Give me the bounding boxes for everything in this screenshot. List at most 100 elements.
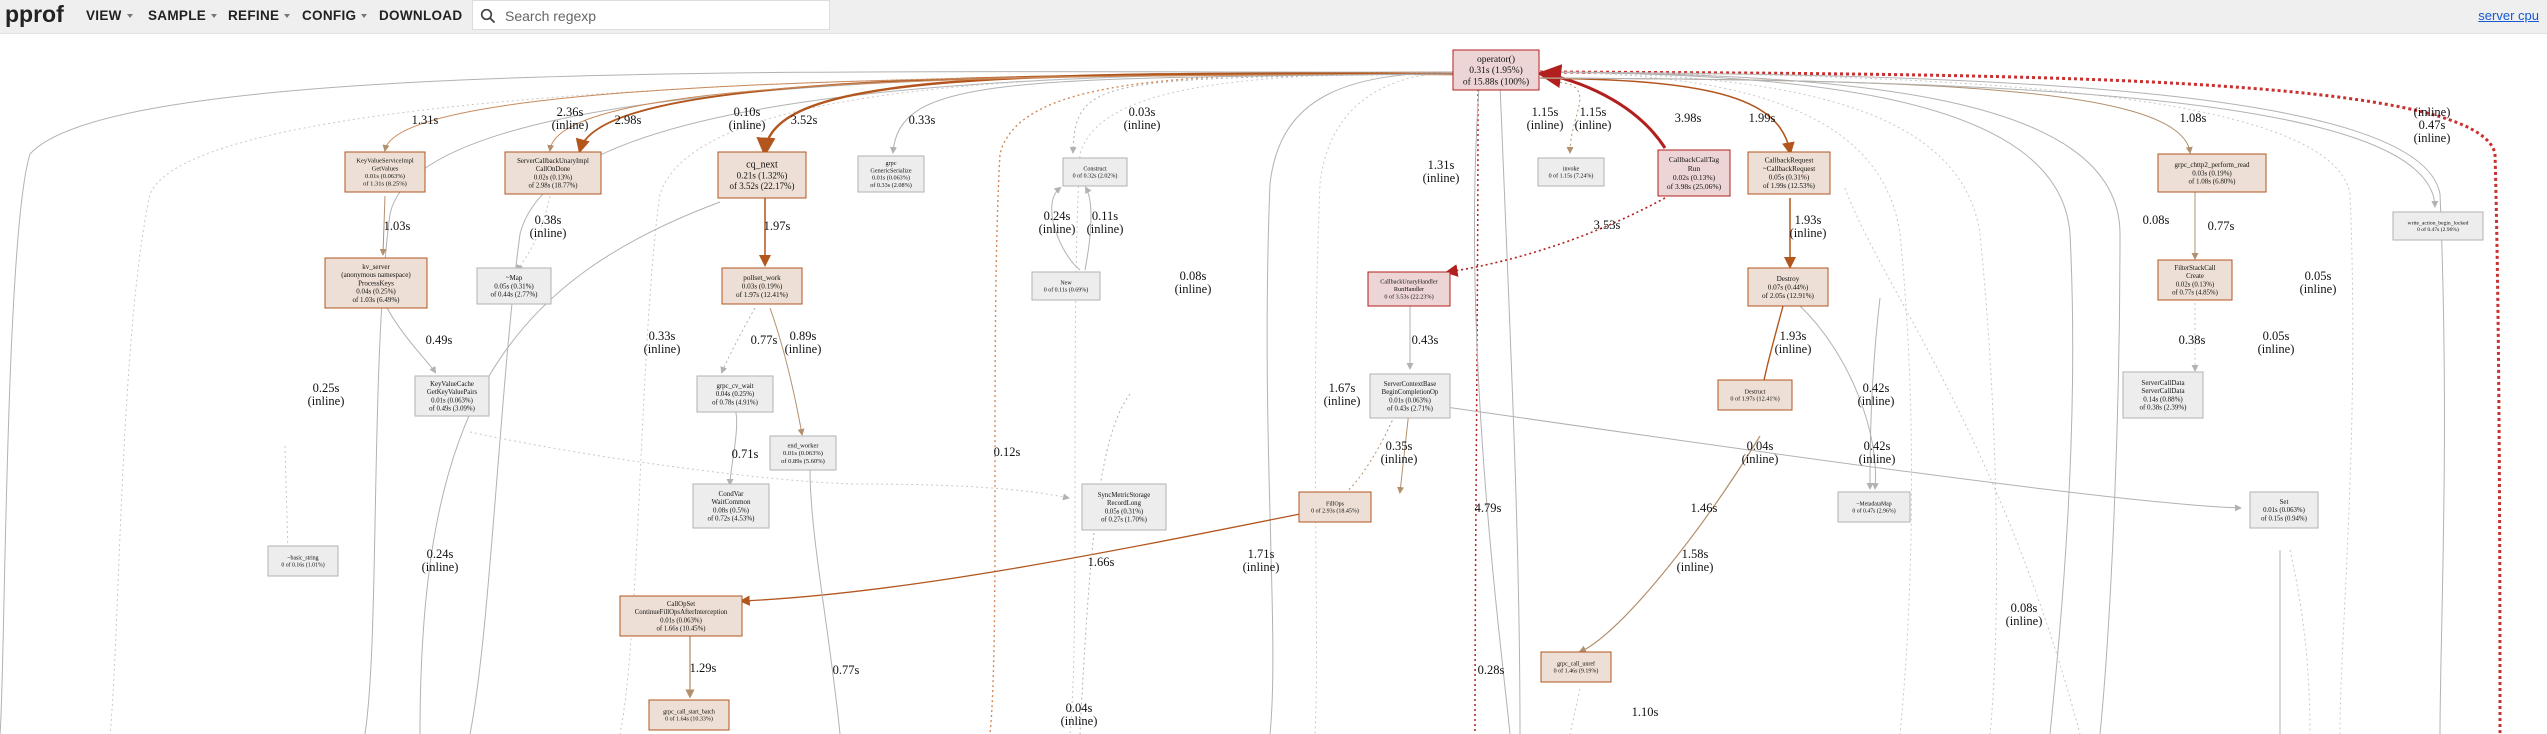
chevron-down-icon <box>211 14 218 18</box>
edge-label: 0.49s <box>426 333 453 347</box>
node-box <box>857 155 925 193</box>
graph-edges <box>0 64 2502 734</box>
call-edge <box>284 445 292 556</box>
node-box <box>324 257 428 309</box>
node-box <box>1537 157 1605 187</box>
node-box <box>267 545 339 577</box>
node-line: 0 of 0.32s (2.02%) <box>1073 173 1118 180</box>
edge-label: 0.89s <box>790 329 817 343</box>
menu-refine[interactable]: REFINE <box>228 8 291 23</box>
graph-node-callopset[interactable]: CallOpSetContinueFillOpsAfterInterceptio… <box>619 595 743 637</box>
node-line: Create <box>2186 273 2204 280</box>
edge-label: 1.46s <box>1691 501 1718 515</box>
node-box <box>1837 491 1911 523</box>
call-edge <box>1499 83 1521 734</box>
call-graph[interactable]: 1.31s 2.36s (inline) 2.98s 0.10s (inline… <box>0 34 2547 734</box>
edge-label: (inline) <box>729 118 766 132</box>
search-box[interactable] <box>472 0 830 30</box>
chevron-down-icon <box>284 14 291 18</box>
call-edge <box>469 71 1454 734</box>
call-edge <box>1569 688 1581 734</box>
node-line: 0.05s (0.31%) <box>1105 508 1143 515</box>
node-box <box>721 267 803 305</box>
node-line: 0.01s (0.063%) <box>872 175 910 182</box>
menu-config[interactable]: CONFIG <box>302 8 368 23</box>
profile-link[interactable]: server cpu <box>2478 8 2539 23</box>
node-line: 0 of 3.53s (22.23%) <box>1384 293 1433 300</box>
node-line: 0.07s (0.44%) <box>1768 283 1809 291</box>
node-line: KeyValueServiceImpl <box>356 158 414 165</box>
graph-node-kvserver[interactable]: kv_server(anonymous namespace)ProcessKey… <box>324 257 428 309</box>
node-line: GetValues <box>372 165 399 172</box>
node-line: WaitCommon <box>711 498 751 506</box>
node-line: RecordLong <box>1107 500 1142 507</box>
call-edge <box>1844 187 2081 734</box>
edge-label: (inline) <box>1039 222 1076 236</box>
app-brand[interactable]: pprof <box>5 1 64 27</box>
search-input[interactable] <box>503 5 827 27</box>
edge-label: 1.10s <box>1632 705 1659 719</box>
node-line: of 0.77s (4.85%) <box>2172 289 2218 296</box>
edge-label: (inline) <box>2414 105 2451 119</box>
edge-label: 1.99s <box>1749 111 1776 125</box>
call-edge <box>379 195 387 256</box>
node-box <box>1540 651 1612 683</box>
node-line: Destruct <box>1745 388 1766 395</box>
edge-label: 1.31s <box>412 113 439 127</box>
call-edge <box>1537 64 1667 149</box>
menu-view[interactable]: VIEW <box>86 8 133 23</box>
edge-label: 1.67s <box>1329 381 1356 395</box>
call-edge <box>419 201 721 734</box>
node-line: 0 of 0.16s (1.01%) <box>281 561 324 568</box>
edge-label: (inline) <box>2300 282 2337 296</box>
edge-labels: 1.31s 2.36s (inline) 2.98s 0.10s (inline… <box>308 105 2451 728</box>
edge-label: 0.05s <box>2263 329 2290 343</box>
graph-node-operator[interactable]: operator()0.31s (1.95%)of 15.88s (100%) <box>1452 49 1540 91</box>
menu-download[interactable]: DOWNLOAD <box>379 8 462 23</box>
graph-node-servercontext[interactable]: ServerContextBaseBeginCompletionOp0.01s … <box>1369 373 1451 419</box>
edge-label: 1.15s <box>1532 105 1559 119</box>
node-box <box>1367 271 1451 307</box>
node-line: 0 of 1.46s (9.19%) <box>1554 668 1599 675</box>
edge-label: 0.38s <box>2179 333 2206 347</box>
node-line: Run <box>1688 164 1701 173</box>
node-line: 0.02s (0.13%) <box>534 174 572 181</box>
node-line: of 0.43s (2.71%) <box>1387 405 1433 412</box>
menu-sample[interactable]: SAMPLE <box>148 8 218 23</box>
node-line: kv_server <box>362 263 390 271</box>
edge-label: (inline) <box>1243 560 1280 574</box>
call-edge <box>809 469 841 734</box>
node-line: of 0.27s (1.70%) <box>1101 516 1147 523</box>
call-edge <box>547 73 1454 152</box>
node-line: FillOps <box>1326 501 1345 507</box>
